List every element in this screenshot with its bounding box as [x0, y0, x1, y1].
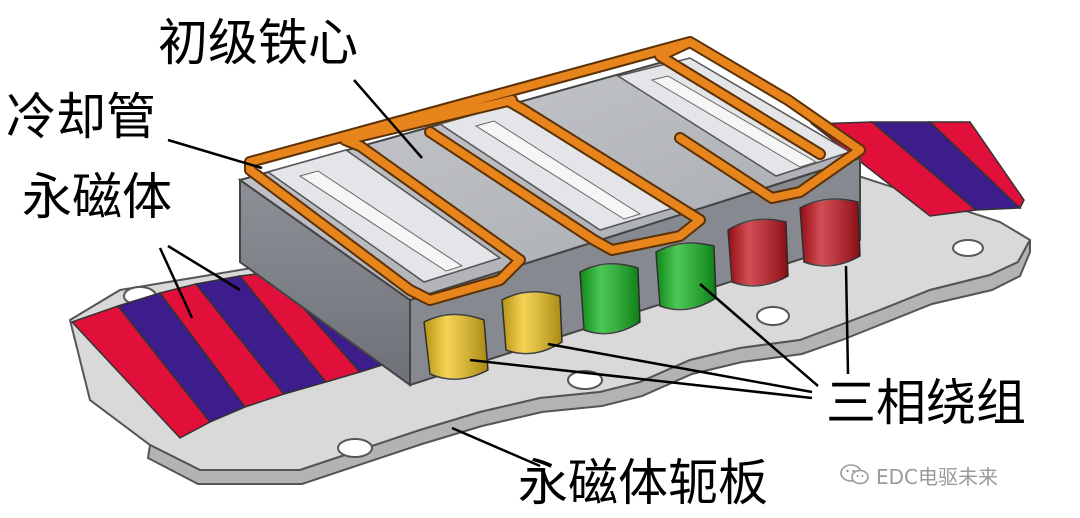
label-primary-core: 初级铁心 — [158, 14, 358, 72]
label-permanent-magnet: 永磁体 — [22, 168, 172, 226]
leader-yoke — [451, 426, 541, 468]
label-cooling-pipe: 冷却管 — [6, 88, 156, 146]
leader-magnet-2 — [167, 244, 241, 292]
wechat-icon — [840, 464, 869, 485]
leader-core — [353, 79, 423, 159]
leader-lines — [158, 79, 850, 468]
leader-wind-4 — [844, 265, 850, 375]
mount-hole — [567, 370, 603, 390]
coil-phase-c — [727, 198, 861, 287]
leader-wind-3 — [699, 283, 819, 387]
label-three-phase-winding: 三相绕组 — [826, 374, 1026, 432]
cooling-pipe — [244, 36, 866, 306]
three-phase-windings — [423, 198, 861, 380]
label-magnet-yoke: 永磁体轭板 — [518, 454, 768, 512]
mount-hole — [337, 438, 373, 458]
magnet-red — [928, 121, 1025, 210]
leader-magnet-1 — [158, 247, 194, 319]
coil-phase-b — [579, 242, 717, 335]
leader-wind-1 — [547, 342, 813, 394]
core-slots — [298, 75, 818, 272]
mount-hole — [952, 239, 984, 257]
watermark-text: EDC电驱未来 — [876, 464, 999, 489]
leader-wind-2 — [469, 358, 813, 400]
leader-pipe — [167, 138, 263, 170]
coil-phase-a — [423, 291, 563, 380]
watermark: EDC电驱未来 — [840, 463, 999, 489]
mount-hole — [756, 306, 790, 326]
yoke-front-edge — [146, 239, 1031, 485]
